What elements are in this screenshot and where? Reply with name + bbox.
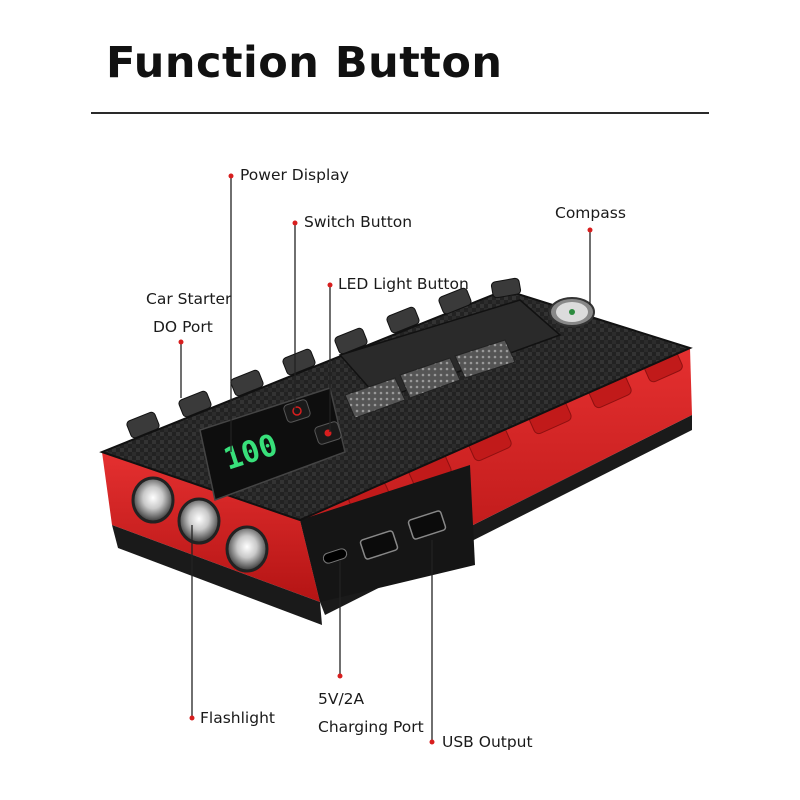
power-bank-device: 100 (99, 277, 693, 625)
vent-grille (344, 339, 516, 419)
label-charging-port-line1: 5V/2A (318, 690, 365, 708)
label-car-starter-line2: DO Port (153, 318, 213, 336)
label-flashlight: Flashlight (200, 709, 275, 727)
flashlight-lenses (131, 476, 269, 573)
usb-a-port-2 (407, 510, 447, 540)
switch-button[interactable] (283, 399, 311, 424)
label-car-starter-line1: Car Starter (146, 290, 232, 308)
label-compass: Compass (555, 204, 626, 222)
power-icon (292, 406, 302, 416)
usb-c-port (322, 548, 348, 564)
leader-dots (178, 173, 593, 745)
usb-a-port-1 (359, 530, 399, 560)
label-power-display: Power Display (240, 166, 349, 184)
label-switch-button: Switch Button (304, 213, 413, 231)
leader-lines (180, 176, 591, 742)
label-usb-output: USB Output (442, 733, 533, 751)
label-charging-port-line2: Charging Port (318, 718, 424, 736)
page-title: Function Button (106, 38, 503, 88)
compass-icon (549, 297, 595, 327)
title-divider (91, 112, 709, 114)
label-led-light-button: LED Light Button (338, 275, 469, 293)
